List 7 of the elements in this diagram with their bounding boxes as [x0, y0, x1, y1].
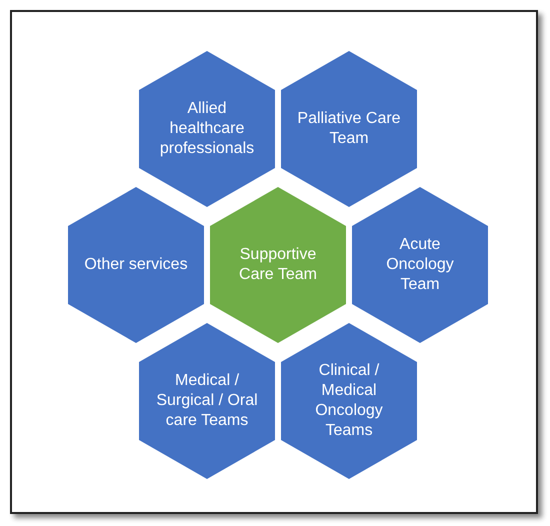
team-label: Clinical / Medical Oncology Teams	[314, 361, 384, 441]
team-label: Medical / Surgical / Oral care Teams	[155, 371, 259, 431]
team-label: Supportive Care Team	[238, 245, 318, 285]
team-label: Palliative Care Team	[297, 109, 401, 149]
team-label: Acute Oncology Team	[385, 235, 455, 295]
team-label: Other services	[84, 255, 188, 275]
team-label: Allied healthcare professionals	[158, 99, 256, 159]
